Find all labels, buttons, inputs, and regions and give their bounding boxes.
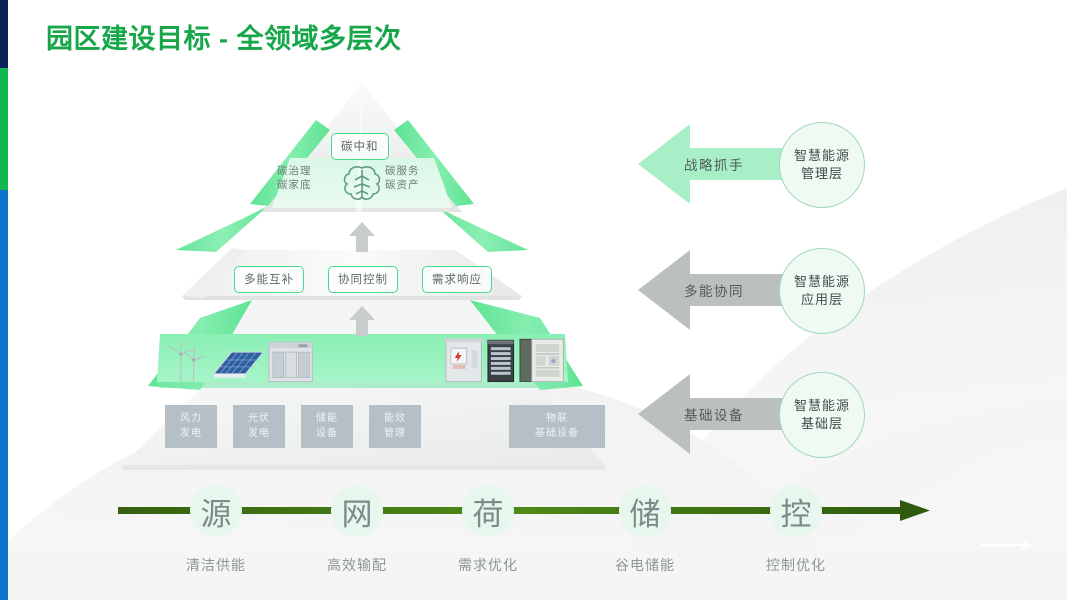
wind-turbine-icon [168, 340, 206, 382]
tier2-pill-2: 协同控制 [328, 266, 398, 293]
base-chip-solar-line1: 光伏 [248, 413, 270, 424]
pyramid-tier2-pills: 多能互补 协同控制 需求响应 [234, 266, 492, 293]
layer-arrow-label-management: 战略抓手 [684, 158, 744, 173]
pyramid-tier3-equipment [165, 334, 565, 382]
layer-circle-application-line2: 应用层 [800, 292, 843, 307]
tier1-right-line2: 碳资产 [385, 179, 420, 192]
transformer-box-icon [443, 338, 484, 382]
layer-row-application: 多能协同 智慧能源 应用层 [638, 244, 888, 336]
base-chip-storage-line2: 设备 [316, 427, 338, 439]
tier2-pill-1: 多能互补 [234, 266, 304, 293]
base-chip-iot-line1: 物联 [546, 413, 568, 424]
base-chip-efficiency: 能效 管理 [369, 405, 421, 448]
pyramid-diagram: 碳中和 碳治理 碳家底 碳服务 碳资产 多能互补 协同控制 需求响应 [0, 0, 640, 480]
base-chip-efficiency-line1: 能效 [384, 413, 406, 424]
left-rail-green-segment [0, 68, 8, 190]
pyramid-crown-pill: 碳中和 [331, 133, 389, 160]
layer-circle-infrastructure-line2: 基础层 [800, 416, 843, 431]
layer-arrow-management-icon [638, 124, 838, 204]
timeline-node-2: 网 [331, 485, 383, 537]
layer-arrow-infrastructure-icon [638, 374, 838, 454]
background-bottom-band [0, 548, 1067, 600]
tier1-left-line2: 碳家底 [277, 179, 312, 192]
switchgear-cabinet-icon [519, 338, 564, 382]
layer-arrow-label-infrastructure: 基础设备 [684, 408, 744, 423]
brain-icon [343, 166, 381, 200]
layer-circle-management-line2: 管理层 [800, 166, 843, 181]
layer-circle-infrastructure: 智慧能源 基础层 [779, 372, 865, 458]
pyramid-base-chips: 风力 发电 光伏 发电 储能 设备 能效 管理 物联 基础设备 [165, 405, 605, 448]
tier2-pill-3: 需求响应 [422, 266, 492, 293]
timeline-axis [118, 500, 930, 521]
left-rail-navy-segment [0, 0, 8, 68]
solar-panel-icon [213, 351, 265, 378]
tier1-left-line1: 碳治理 [277, 165, 312, 177]
page-title: 园区建设目标 - 全领域多层次 [46, 24, 402, 54]
battery-rack-icon [487, 339, 515, 382]
layer-circle-application: 智慧能源 应用层 [779, 248, 865, 334]
base-chip-wind-line1: 风力 [180, 413, 202, 424]
timeline-caption-3: 需求优化 [458, 557, 518, 573]
tier1-right-line1: 碳服务 [385, 165, 420, 177]
timeline-caption-4: 谷电储能 [615, 557, 675, 573]
layer-row-infrastructure: 基础设备 智慧能源 基础层 [638, 368, 888, 460]
timeline-caption-2: 高效输配 [327, 557, 387, 573]
layer-row-management: 战略抓手 智慧能源 管理层 [638, 118, 888, 210]
energy-storage-cabinet-icon [268, 341, 314, 382]
layer-circle-infrastructure-line1: 智慧能源 [793, 397, 850, 413]
layer-circle-application-line1: 智慧能源 [793, 273, 850, 289]
base-chip-iot-line2: 基础设备 [535, 427, 579, 439]
timeline-caption-1: 清洁供能 [186, 557, 246, 573]
timeline-node-1: 源 [190, 485, 242, 537]
timeline-node-4: 储 [619, 485, 671, 537]
layer-arrow-application-icon [638, 250, 838, 330]
timeline-node-5: 控 [770, 485, 822, 537]
base-chip-wind-line2: 发电 [180, 427, 202, 439]
base-chip-storage: 储能 设备 [301, 405, 353, 448]
layer-arrow-label-application: 多能协同 [684, 284, 744, 299]
layer-circle-management-line1: 智慧能源 [793, 147, 850, 163]
layer-circle-management: 智慧能源 管理层 [779, 122, 865, 208]
base-chip-wind: 风力 发电 [165, 405, 217, 448]
pyramid-tier1-left-label: 碳治理 碳家底 [277, 164, 312, 192]
base-chip-iot: 物联 基础设备 [509, 405, 605, 448]
timeline-caption-5: 控制优化 [766, 557, 826, 573]
base-chip-efficiency-line2: 管理 [384, 427, 406, 439]
bottom-timeline: 源 网 荷 储 控 清洁供能 高效输配 需求优化 谷电储能 控制优化 [0, 470, 1067, 600]
timeline-node-3: 荷 [462, 485, 514, 537]
base-chip-solar-line2: 发电 [248, 427, 270, 439]
pyramid-tier1-right-label: 碳服务 碳资产 [385, 164, 420, 192]
left-rail-blue-segment [0, 190, 8, 600]
base-chip-solar: 光伏 发电 [233, 405, 285, 448]
base-chip-storage-line1: 储能 [316, 413, 338, 424]
